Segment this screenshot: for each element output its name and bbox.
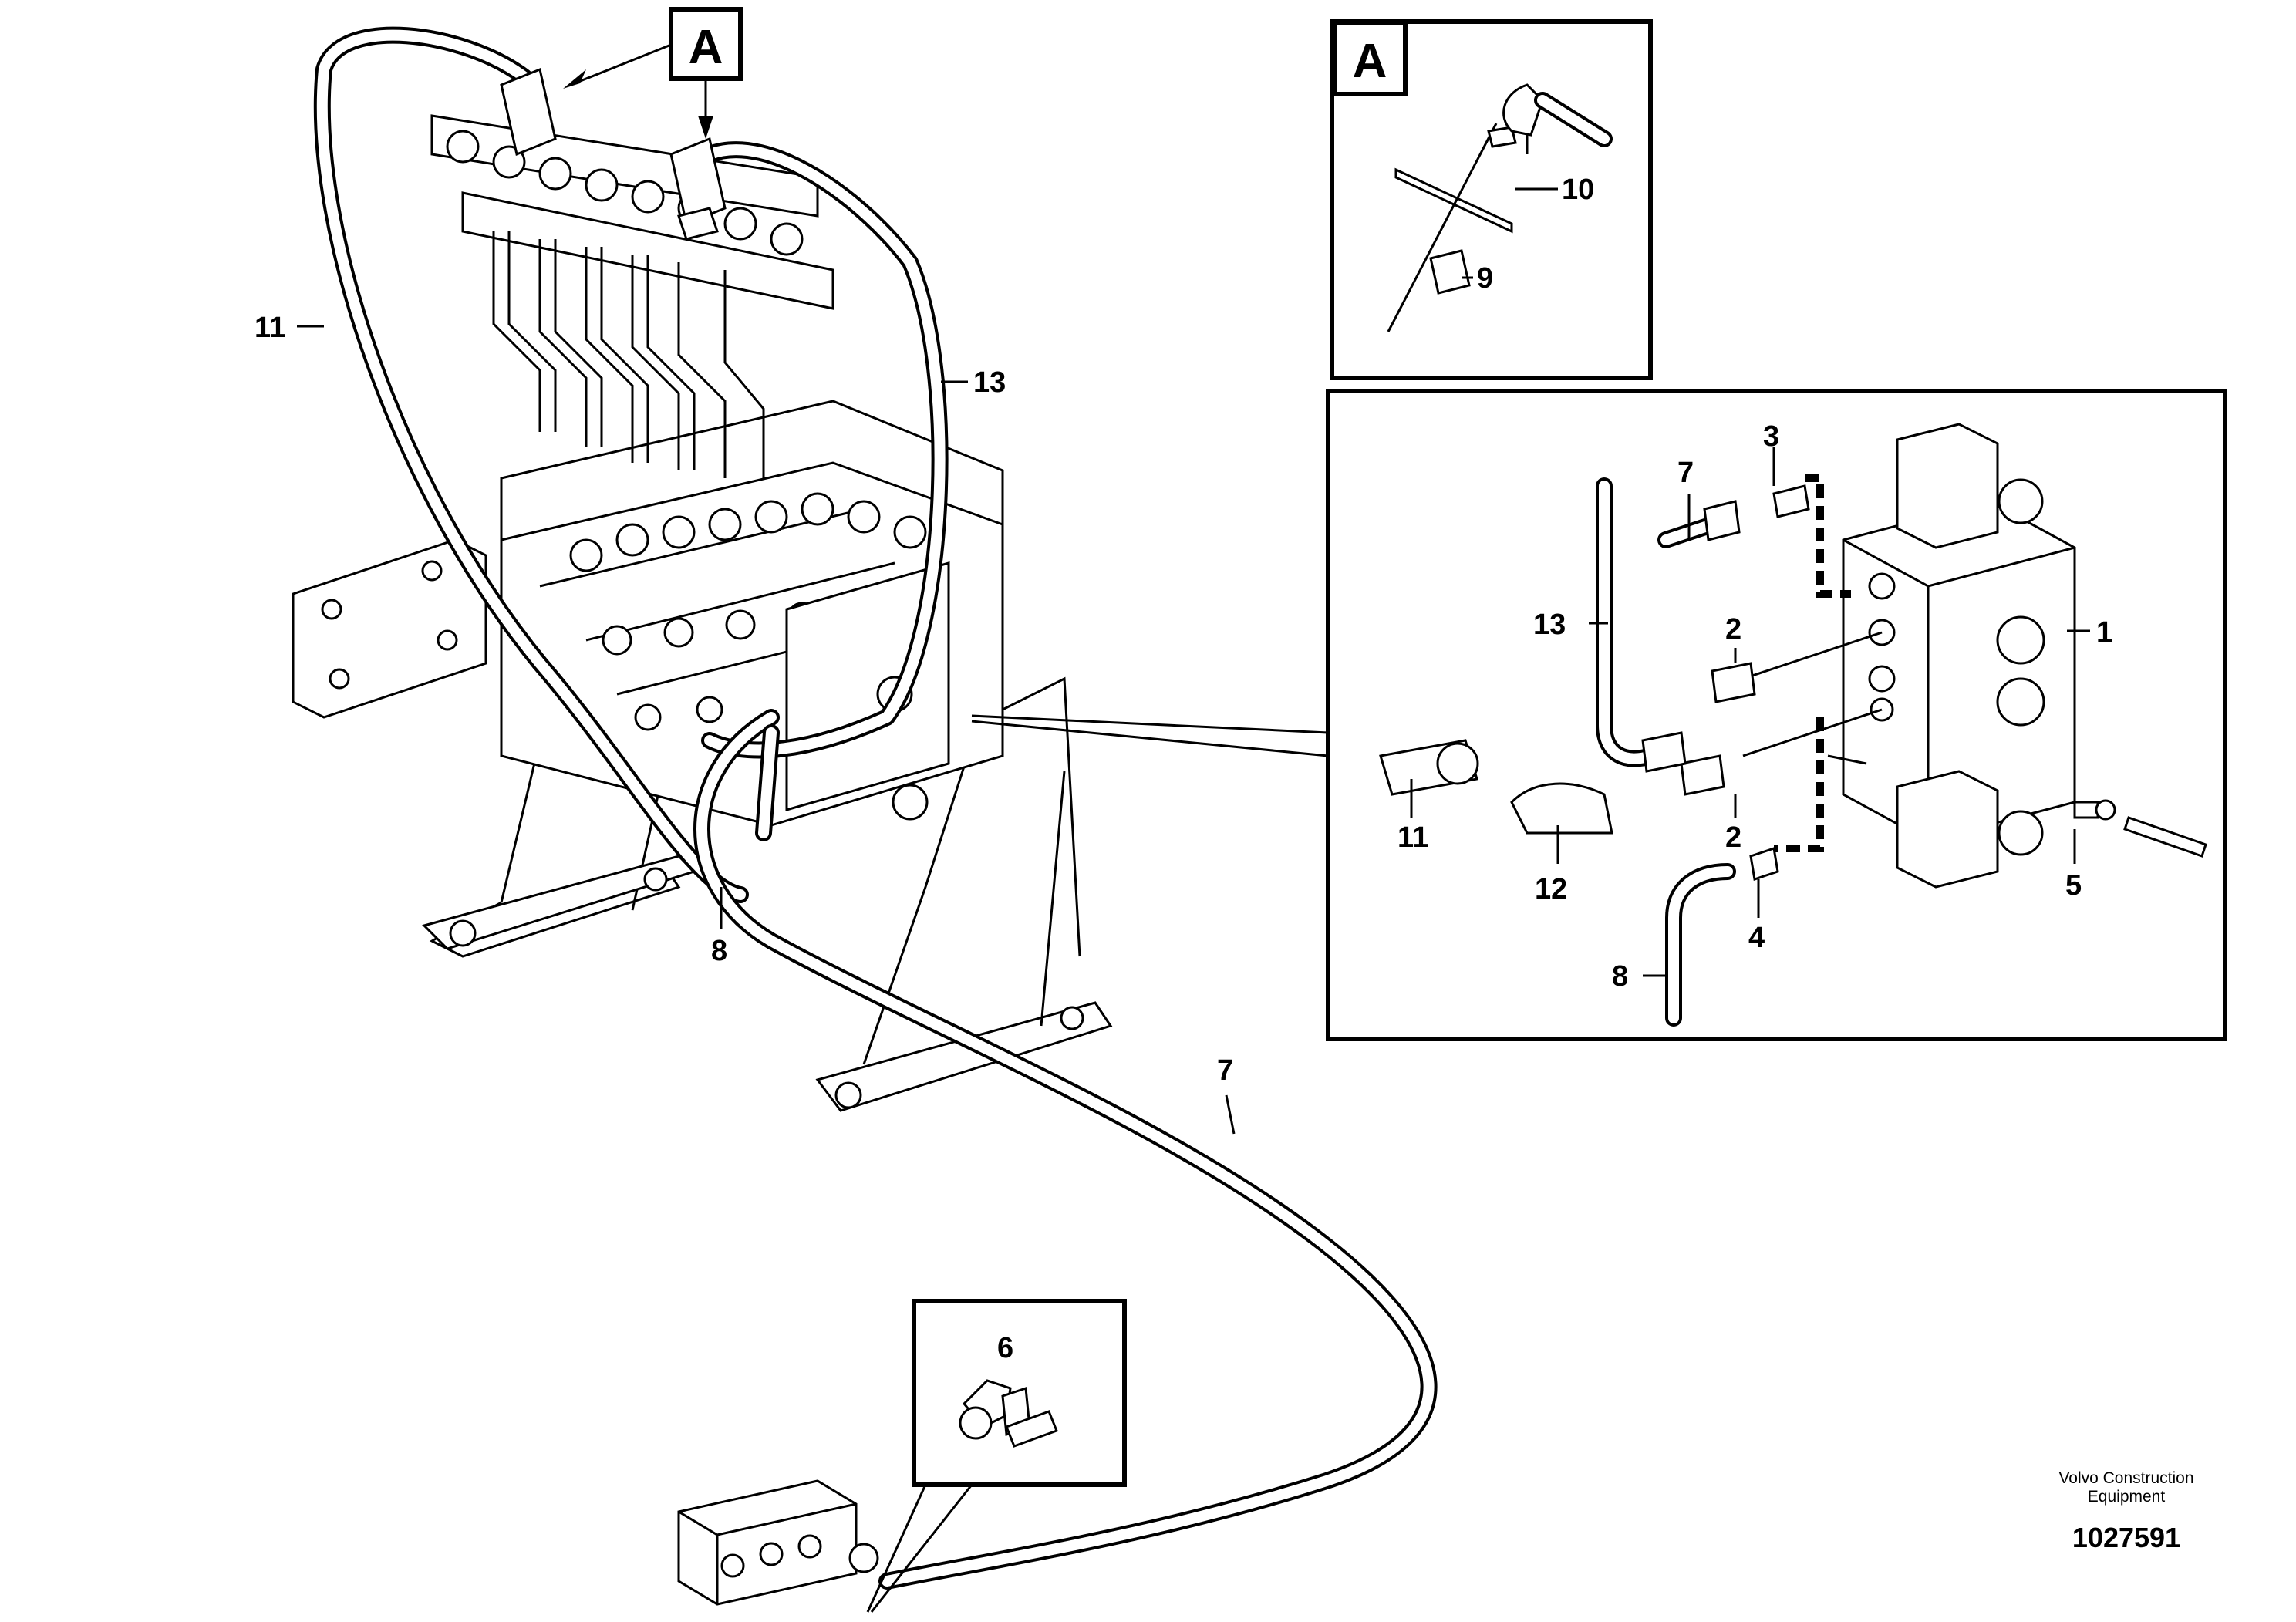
callout-3: 3 [1763,420,1779,453]
detail-a-inset: A 10 9 [1330,19,1653,380]
callout-6: 6 [997,1332,1013,1364]
section-a-letter-main: A [689,21,723,74]
callout-1: 1 [2096,616,2112,649]
detail-6-inset: 6 [866,1299,1127,1613]
footer: Volvo Construction Equipment 1027591 [2049,1469,2203,1554]
callout-12: 12 [1535,873,1567,905]
callout-9: 9 [1477,262,1493,295]
callout-2-upper: 2 [1725,613,1741,646]
callout-2-lower: 2 [1725,821,1741,854]
main-callouts: 11 13 8 7 [255,312,1236,1135]
detail-view: 3 7 13 2 1 2 11 12 5 4 8 [971,389,2227,1041]
section-a-letter-inset: A [1353,35,1387,88]
section-a-callout-main: A [563,7,743,139]
callout-7-detail: 7 [1677,457,1694,489]
callout-8-detail: 8 [1612,960,1628,993]
document-number: 1027591 [2072,1522,2181,1553]
callout-11-detail: 11 [1397,821,1428,854]
callout-5: 5 [2065,869,2082,902]
callout-13-main: 13 [973,366,1006,399]
main-assembly [292,26,1438,1606]
company-name-line2: Equipment [2087,1488,2166,1506]
callout-7-main: 7 [1217,1054,1233,1087]
callout-8-main: 8 [711,935,727,967]
callout-10: 10 [1562,174,1594,206]
company-name-line1: Volvo Construction [2058,1469,2194,1487]
callout-11-main: 11 [255,312,285,344]
callout-13-detail: 13 [1533,609,1566,641]
callout-4: 4 [1748,922,1765,954]
valve-spools [569,492,927,731]
